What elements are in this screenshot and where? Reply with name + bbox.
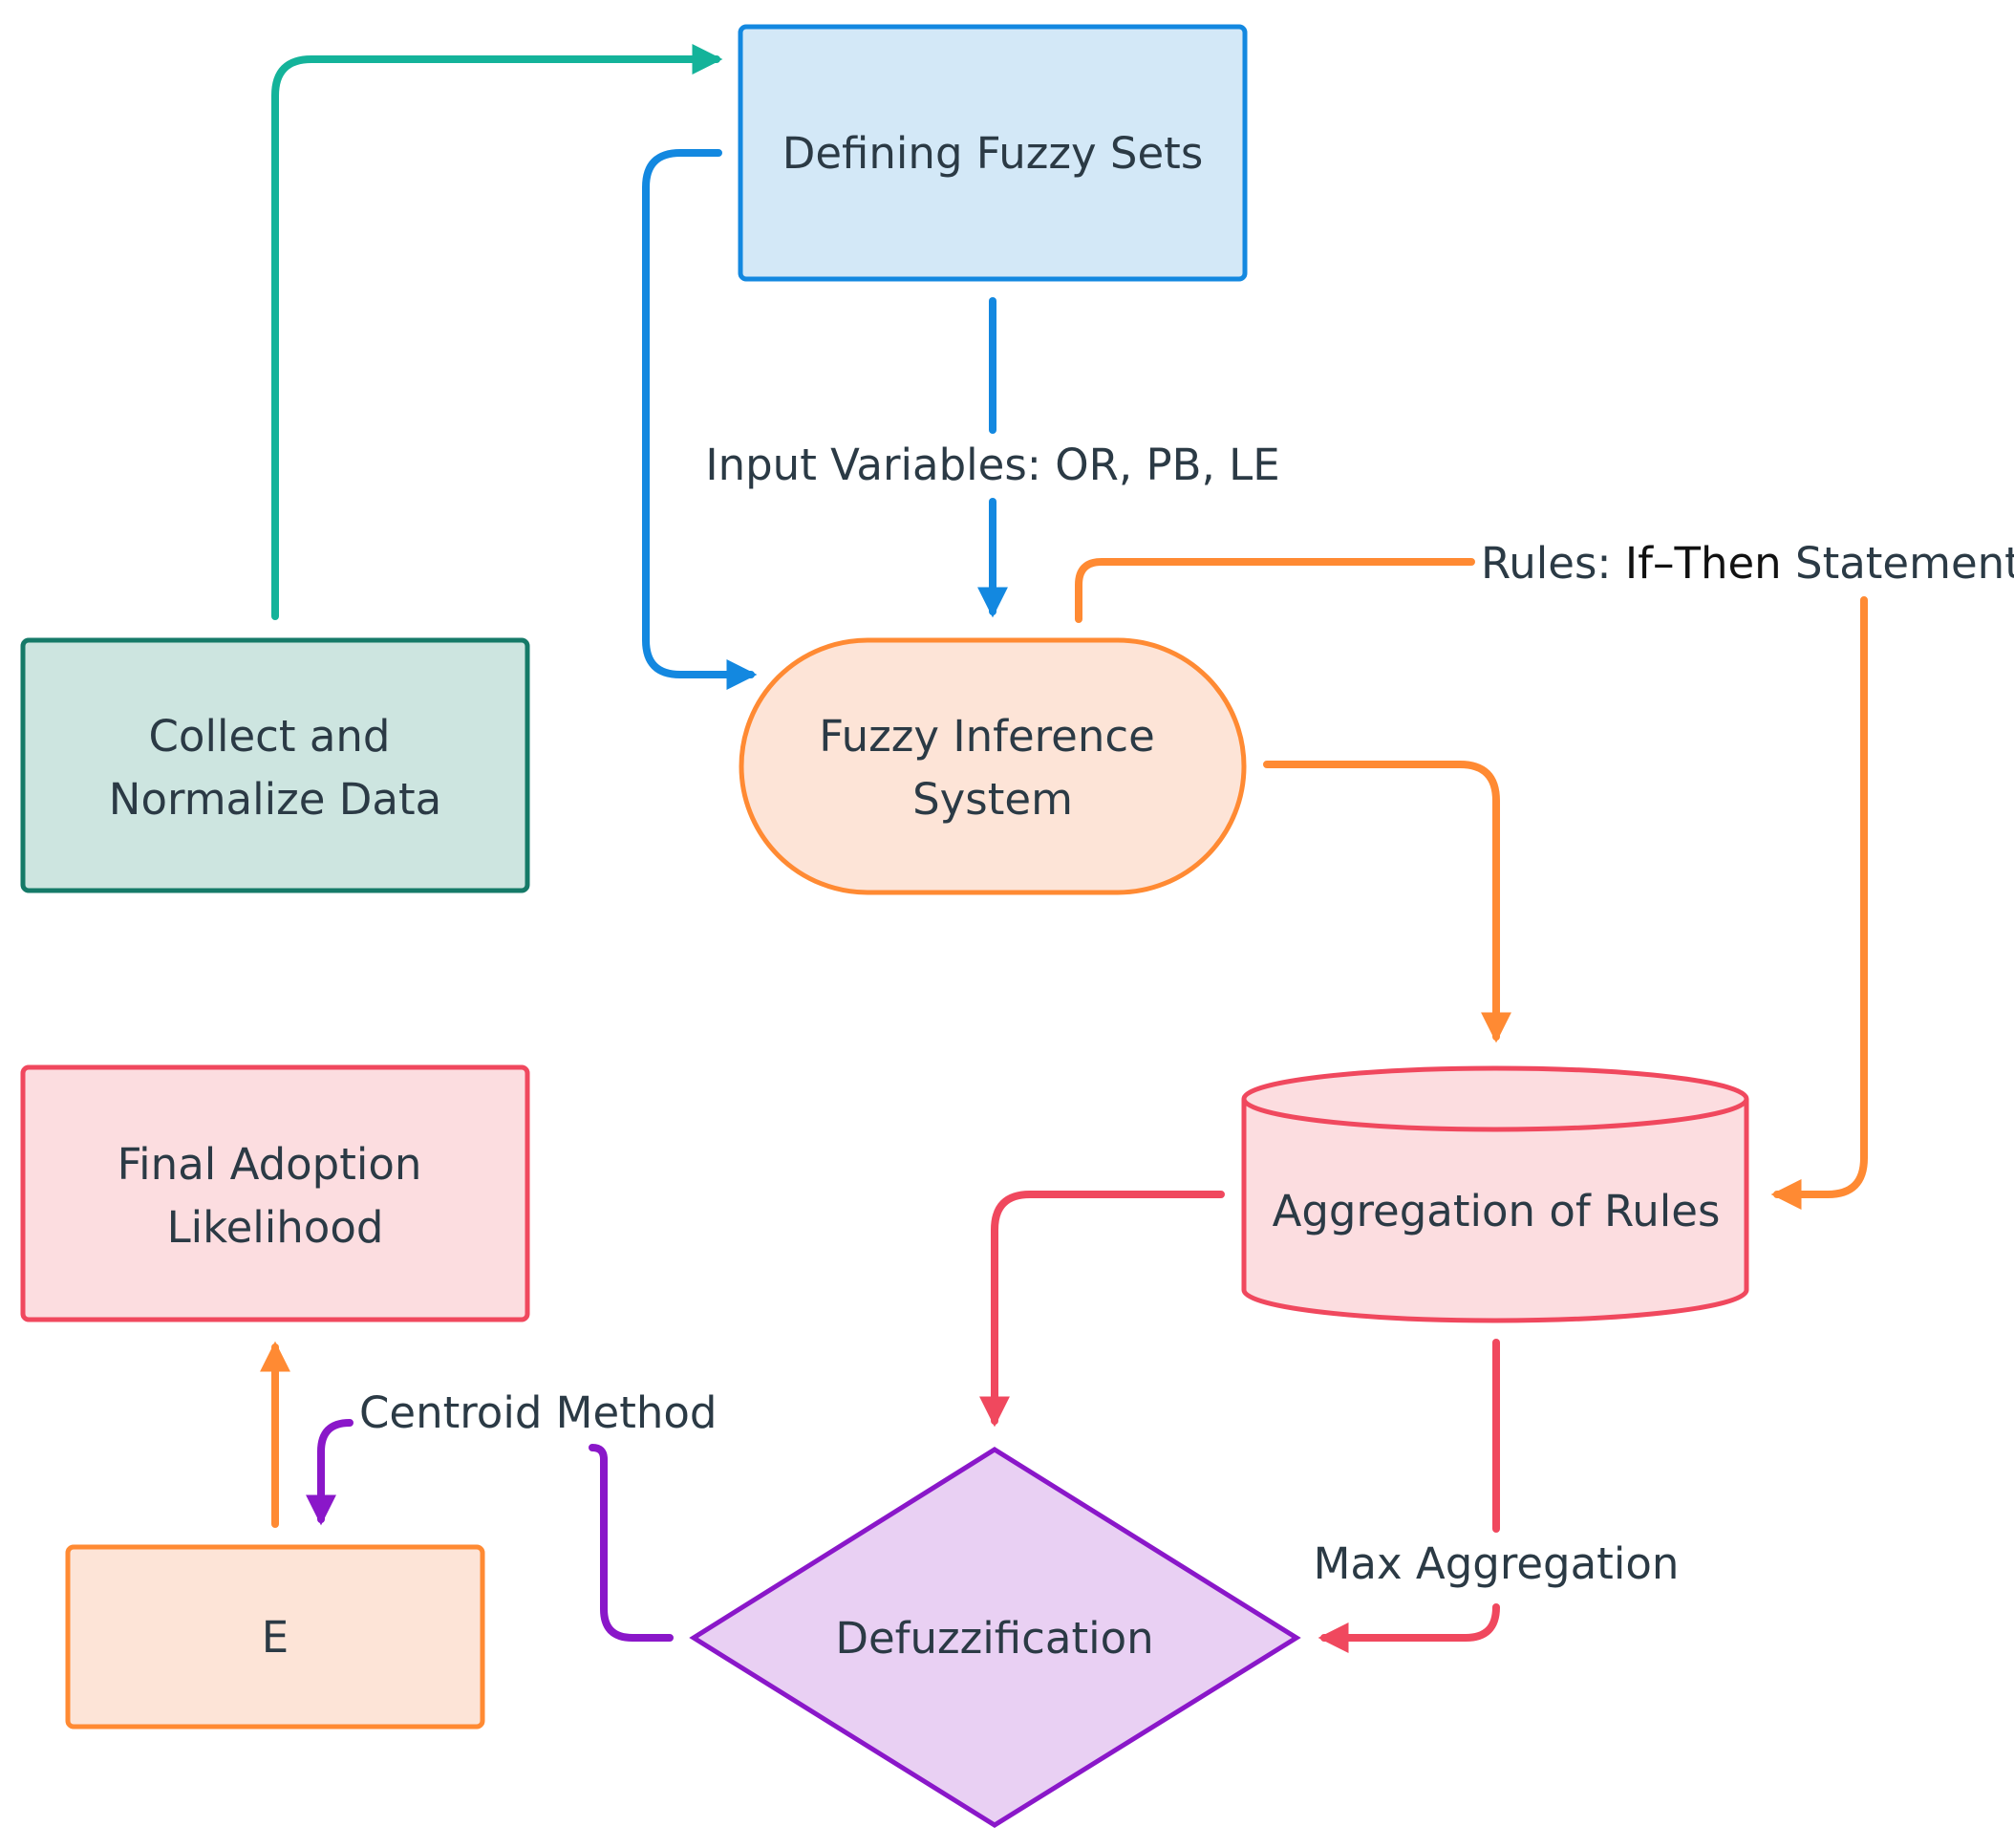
fuzzy-inference-label-line1: Fuzzy Inference — [819, 711, 1155, 762]
edge-defining-to-inference-loop — [642, 149, 758, 690]
rules-label: Rules: If–Then Statements — [1481, 538, 2014, 589]
input-variables-label: Input Variables: OR, PB, LE — [705, 440, 1279, 490]
collect-normalize-label-line2: Normalize Data — [109, 774, 441, 825]
edge-centroid-to-e — [306, 1419, 354, 1526]
edge-defuzzification-to-centroid — [589, 1444, 674, 1642]
defuzzification-label: Defuzzification — [835, 1613, 1153, 1664]
max-aggregation-label: Max Aggregation — [1314, 1538, 1680, 1589]
collect-normalize-label-line1: Collect and — [149, 711, 391, 762]
final-adoption-label-line1: Final Adoption — [118, 1139, 422, 1190]
edge-collect-to-defining — [271, 44, 723, 620]
e-label: E — [262, 1612, 289, 1663]
aggregation-of-rules-label: Aggregation of Rules — [1273, 1186, 1721, 1236]
edge-max-to-defuzzification — [1318, 1603, 1500, 1653]
node-aggregation-of-rules: Aggregation of Rules — [1241, 1065, 1749, 1323]
node-defuzzification: Defuzzification — [689, 1447, 1301, 1828]
edge-inference-to-rules-label — [1075, 558, 1475, 623]
node-fuzzy-inference-system: Fuzzy Inference System — [739, 637, 1247, 895]
node-final-adoption-likelihood: Final Adoption Likelihood — [20, 1064, 530, 1322]
defining-fuzzy-sets-label: Defining Fuzzy Sets — [782, 128, 1204, 179]
fuzzy-inference-label-line2: System — [912, 774, 1073, 825]
edge-inference-to-aggregation — [1263, 761, 1511, 1043]
edge-aggregation-to-defuzzification — [979, 1191, 1225, 1428]
final-adoption-label-line2: Likelihood — [167, 1202, 384, 1253]
node-defining-fuzzy-sets: Defining Fuzzy Sets — [738, 24, 1248, 282]
edge-rules-to-aggregation — [1770, 596, 1868, 1210]
node-collect-normalize-data: Collect and Normalize Data — [20, 637, 530, 893]
node-e: E — [65, 1544, 485, 1730]
centroid-method-label: Centroid Method — [359, 1387, 717, 1438]
